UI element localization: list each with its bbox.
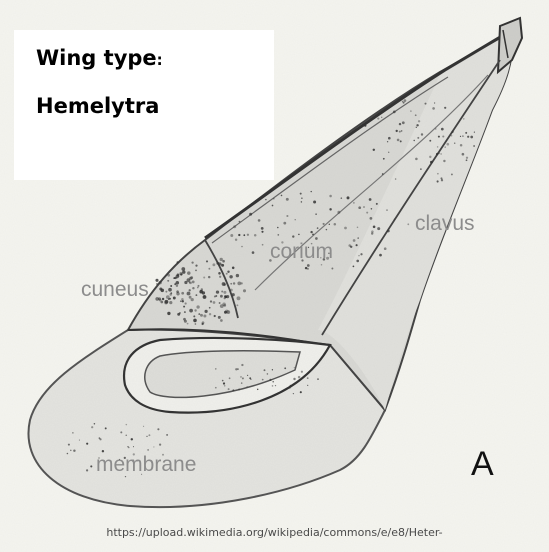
source-url: https://upload.wikimedia.org/wikipedia/c… (0, 526, 549, 539)
title-label: Wing type (36, 46, 157, 70)
panel-letter: A (471, 445, 494, 484)
label-corium: corium (270, 240, 333, 264)
title-line-2: Hemelytra (36, 94, 159, 118)
title-line-1: Wing type: (36, 46, 163, 70)
label-cuneus: cuneus (81, 278, 149, 302)
label-clavus: clavus (415, 212, 475, 236)
title-colon: : (157, 51, 163, 69)
label-membrane: membrane (96, 453, 196, 477)
